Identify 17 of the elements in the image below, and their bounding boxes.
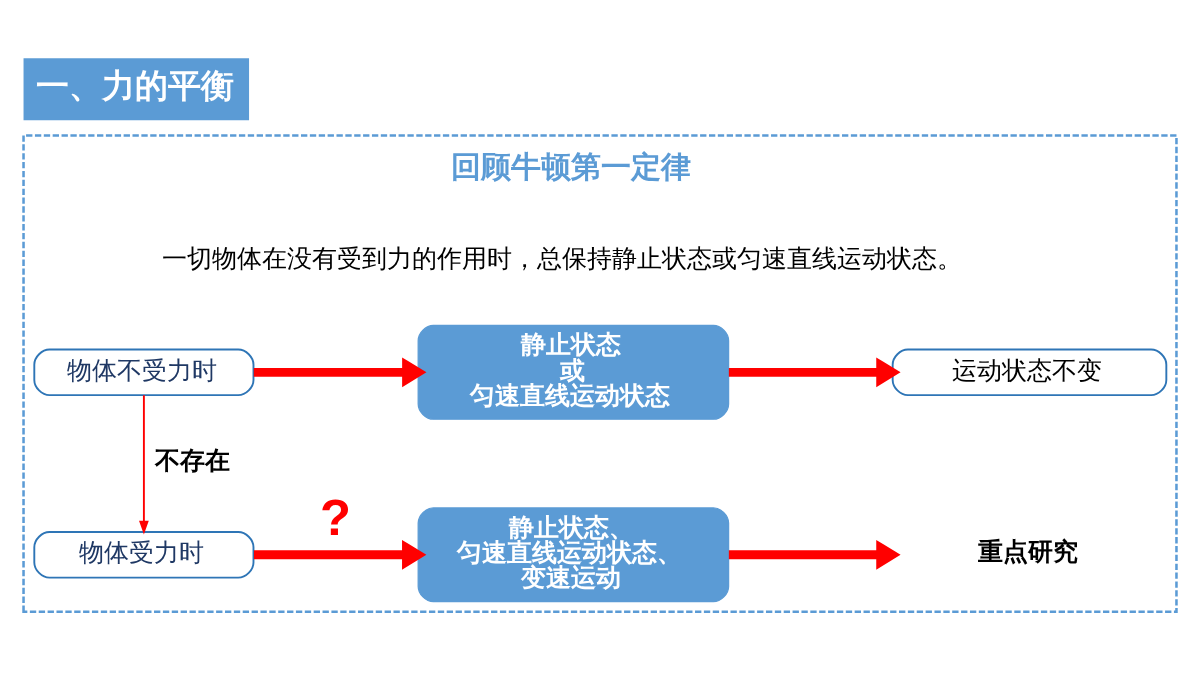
node-box: 物体受力时 [33,531,255,579]
node-box: 静止状态、 匀速直线运动状态、 变速运动 [417,507,730,603]
arrow [253,539,427,570]
node-box: 物体不受力时 [33,348,255,397]
arrow [253,357,427,388]
edge-label: ? [320,488,351,546]
arrow [728,539,901,570]
node-box: 运动状态不变 [891,348,1168,397]
arrow [728,357,901,388]
node-text: 重点研究 [977,536,1078,565]
arrow [139,394,149,535]
label: 回顾牛顿第一定律 [451,149,692,184]
edge-label: 不存在 [154,445,230,474]
diagram-title: 一、力的平衡 [36,66,235,104]
label: 一切物体在没有受到力的作用时，总保持静止状态或匀速直线运动状态。 [162,244,963,273]
cluster [22,134,1178,614]
node-box: 静止状态 或 匀速直线运动状态 [417,324,730,420]
